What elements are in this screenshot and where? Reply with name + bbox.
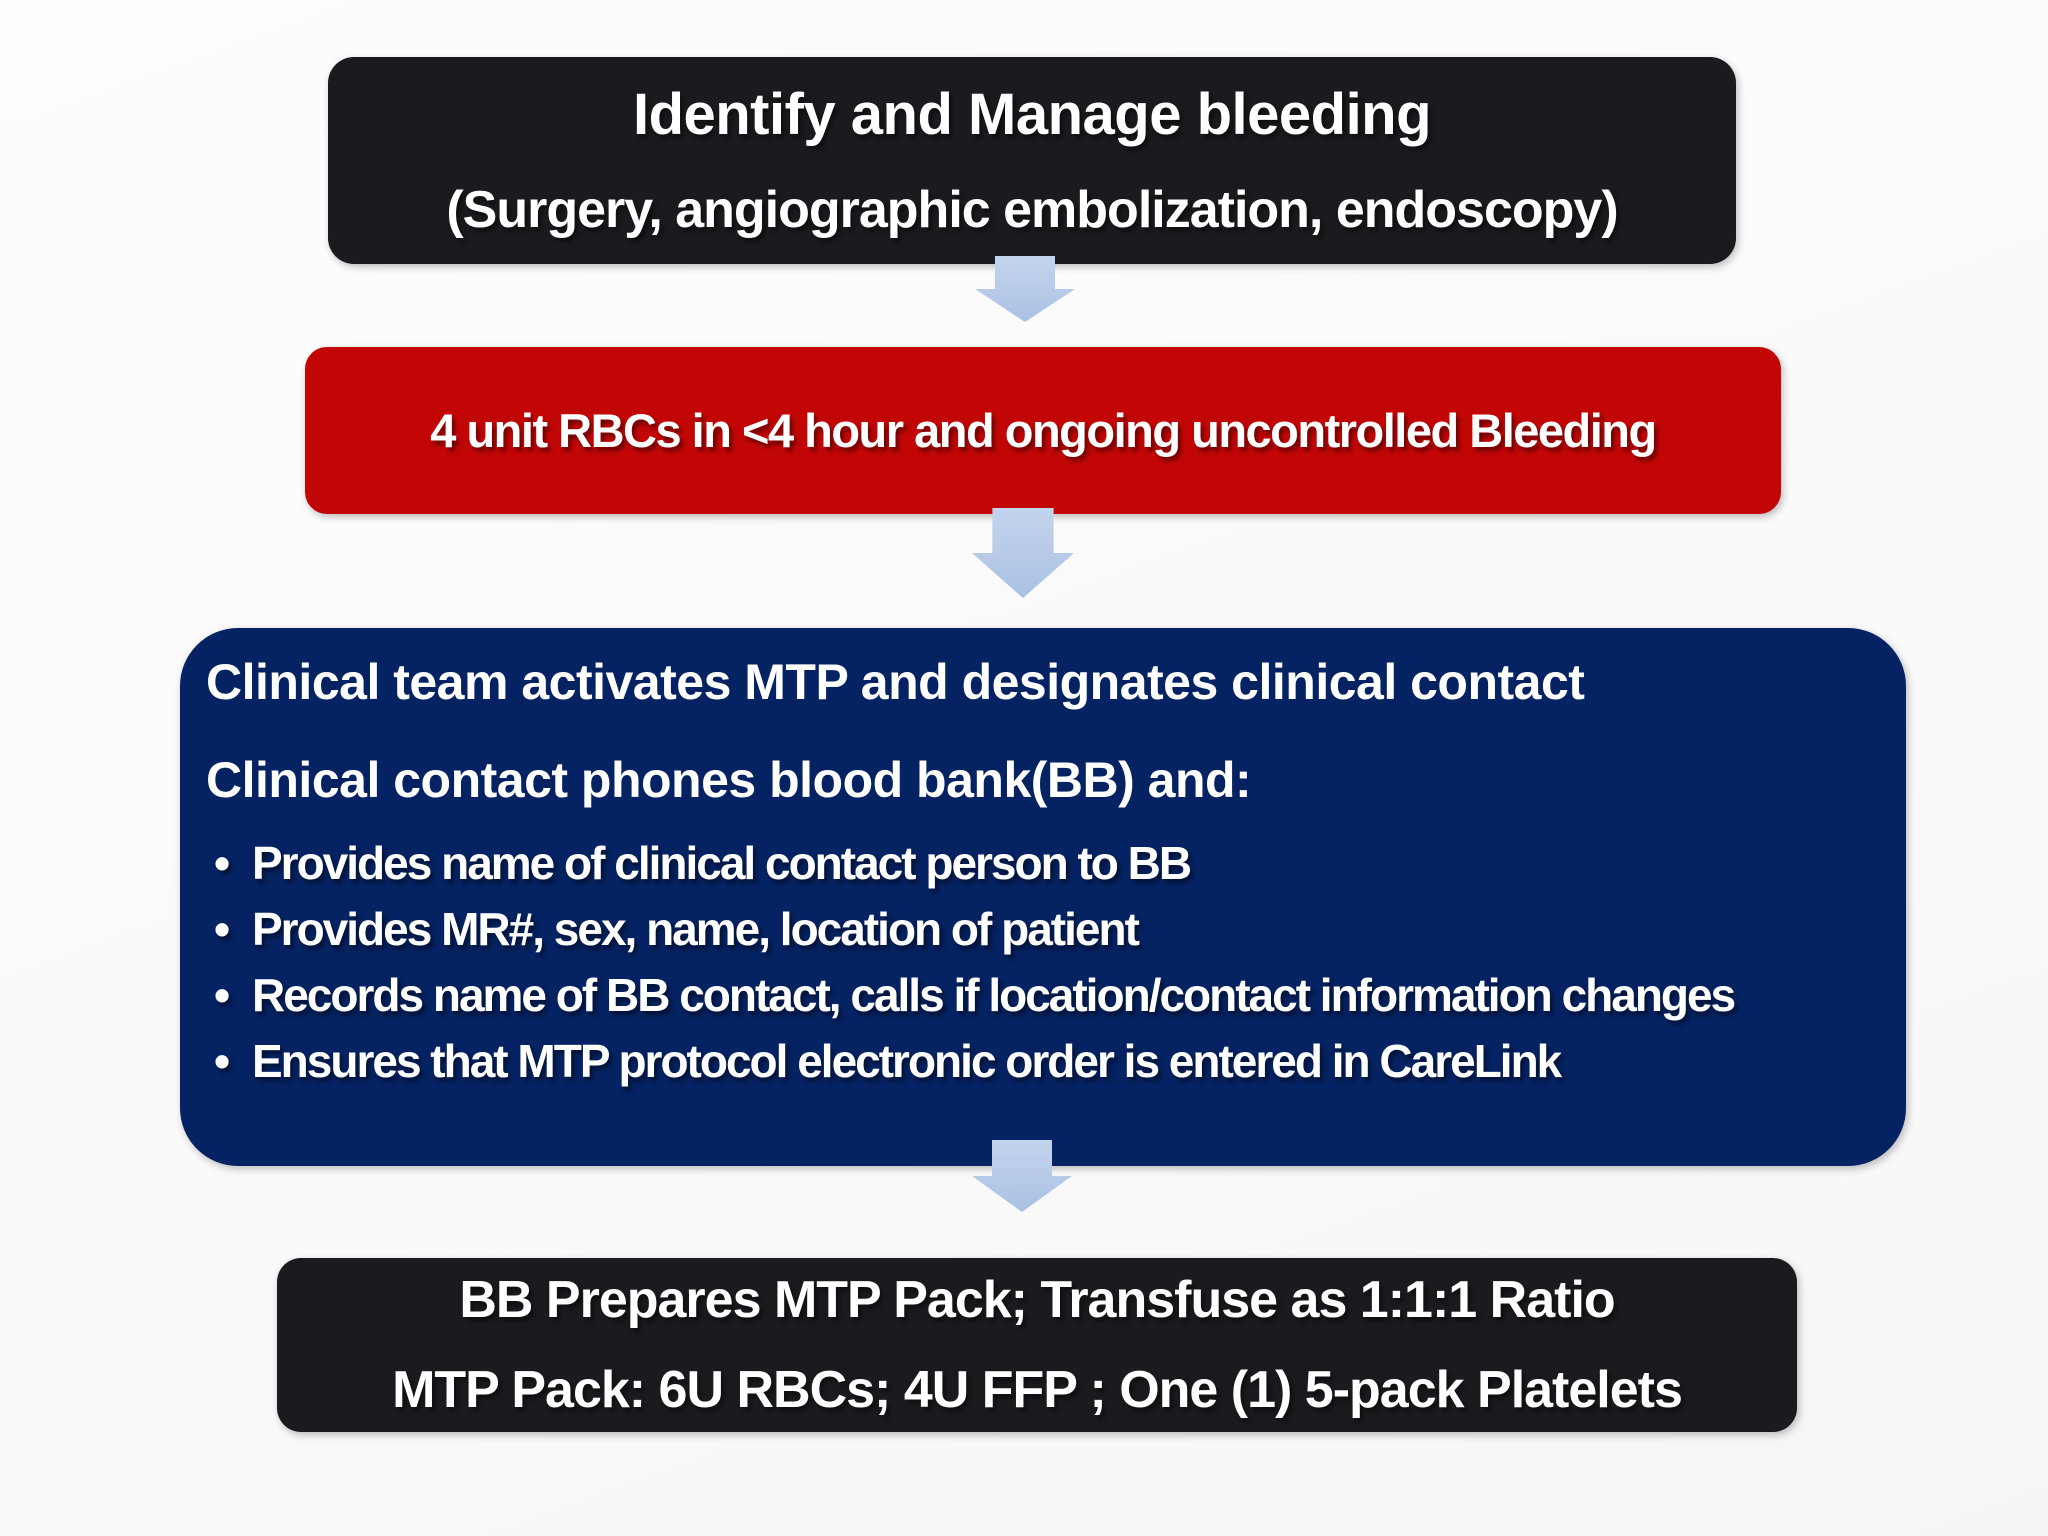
step-trigger-criteria-box: 4 unit RBCs in <4 hour and ongoing uncon… [305,347,1781,514]
down-arrow-icon [972,508,1074,598]
step-mtp-activation-box: Clinical team activates MTP and designat… [180,628,1906,1166]
step3-bullet-2: Provides MR#, sex, name, location of pat… [252,903,1140,955]
bullet-icon: • [214,903,231,955]
bullet-icon: • [214,837,231,889]
list-item: • Provides name of clinical contact pers… [214,830,1876,896]
step3-heading-phone-bb: Clinical contact phones blood bank(BB) a… [206,752,1252,808]
step4-ratio-text: BB Prepares MTP Pack; Transfuse as 1:1:1… [459,1271,1615,1329]
step4-pack-contents-text: MTP Pack: 6U RBCs; 4U FFP ; One (1) 5-pa… [392,1361,1683,1419]
step-identify-bleeding-box: Identify and Manage bleeding (Surgery, a… [328,57,1736,264]
list-item: • Records name of BB contact, calls if l… [214,962,1876,1028]
step3-heading-activate: Clinical team activates MTP and designat… [206,654,1585,710]
step3-bullet-3: Records name of BB contact, calls if loc… [252,969,1736,1021]
bullet-icon: • [214,1035,231,1087]
bullet-icon: • [214,969,231,1021]
step3-bullet-4: Ensures that MTP protocol electronic ord… [252,1035,1562,1087]
step1-title: Identify and Manage bleeding [632,81,1432,147]
down-arrow-icon [975,256,1075,322]
step3-bullet-list: • Provides name of clinical contact pers… [206,830,1876,1094]
step-bb-prepares-pack-box: BB Prepares MTP Pack; Transfuse as 1:1:1… [277,1258,1797,1432]
step3-bullet-1: Provides name of clinical contact person… [252,837,1192,889]
list-item: • Provides MR#, sex, name, location of p… [214,896,1876,962]
step2-text: 4 unit RBCs in <4 hour and ongoing uncon… [430,404,1657,457]
list-item: • Ensures that MTP protocol electronic o… [214,1028,1876,1094]
step1-subtitle: (Surgery, angiographic embolization, end… [446,180,1618,239]
